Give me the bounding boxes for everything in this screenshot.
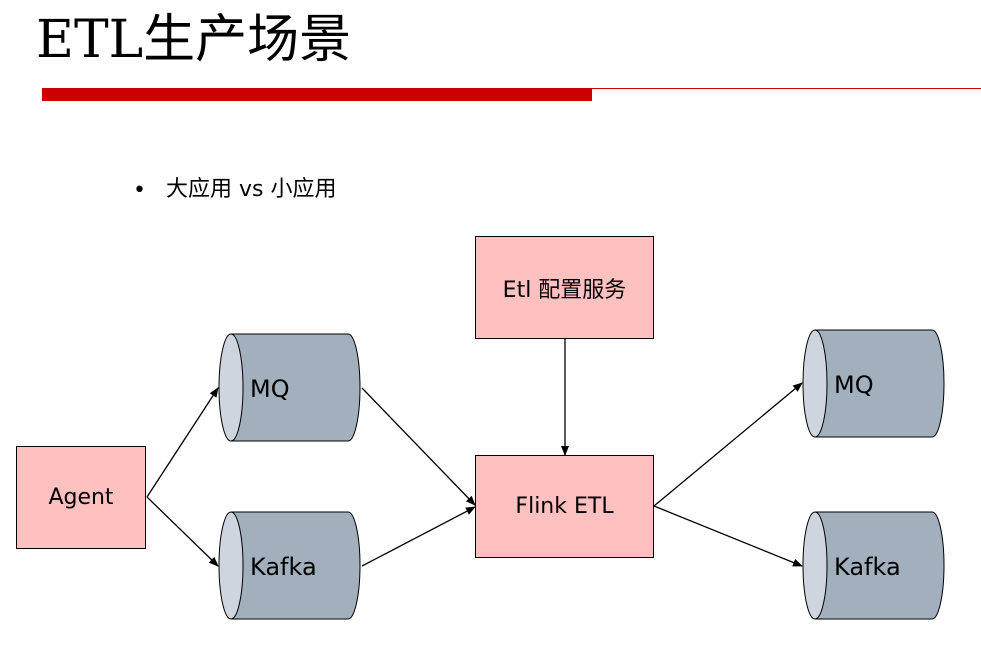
mq-right-cylinder: MQ (802, 329, 945, 438)
arrow-kafka-to-flink (361, 506, 476, 567)
flink-etl-box: Flink ETL (475, 455, 654, 558)
arrow-flink-to-kafka (653, 505, 803, 567)
kafka-right-cylinder: Kafka (802, 511, 945, 620)
mq-left-cylinder: MQ (218, 333, 361, 442)
etl-config-service-box: Etl 配置服务 (475, 236, 654, 339)
arrow-agent-to-mq (146, 387, 219, 498)
bullet-text: 大应用 vs 小应用 (166, 177, 337, 202)
mq-right-label: MQ (834, 371, 874, 399)
arrow-mq-to-flink (361, 387, 476, 506)
mq-left-label: MQ (250, 375, 290, 403)
title-underline-thin (592, 88, 981, 89)
arrow-agent-to-kafka (146, 496, 219, 567)
page-title: ETL生产场景 (36, 10, 352, 70)
connector-arrows (146, 338, 803, 567)
arrow-flink-to-mq (653, 382, 803, 507)
kafka-left-label: Kafka (250, 553, 317, 581)
kafka-right-label: Kafka (834, 553, 901, 581)
bullet-marker: • (133, 178, 146, 203)
kafka-left-cylinder: Kafka (218, 511, 361, 620)
agent-box: Agent (16, 446, 146, 549)
title-underline-thick (42, 88, 592, 101)
